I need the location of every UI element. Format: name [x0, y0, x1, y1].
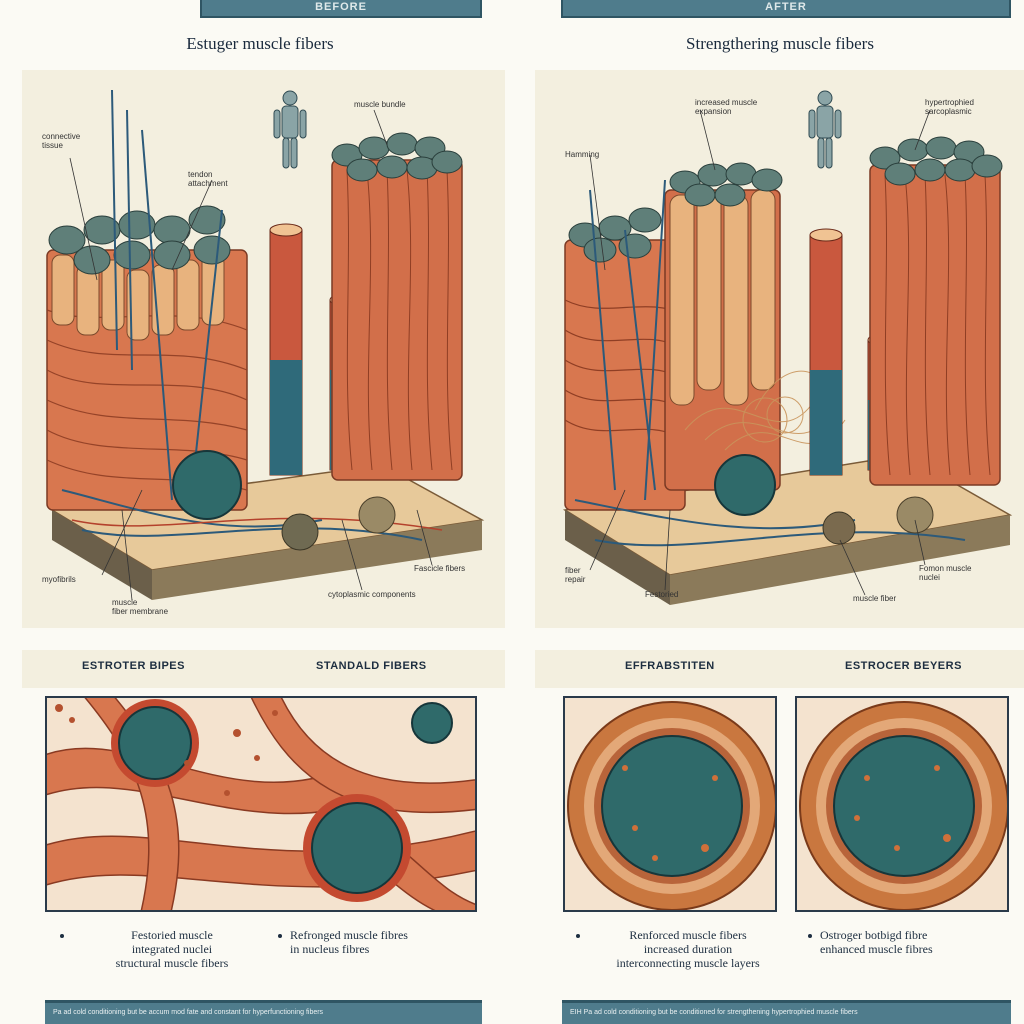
- before-label-fascicle: Fascicle fibers: [414, 564, 466, 573]
- after-label-sarcoplasmic: hypertrophied sarcoplasmic: [925, 98, 974, 116]
- after-sub-right: ESTROCER BEYERS: [845, 660, 962, 672]
- after-title: Strengthering muscle fibers: [686, 34, 874, 53]
- before-diagram-panel: connective tissue tendon attachment musc…: [22, 70, 505, 628]
- after-footer: EIH Pa ad cold conditioning but be condi…: [562, 1000, 1011, 1024]
- before-fiber-closeup: [45, 696, 477, 912]
- before-caption-left: Festoried muscle integrated nuclei struc…: [115, 928, 229, 970]
- after-closeup-left-illustration: [567, 701, 775, 910]
- after-diagram-panel: Hamming increased muscle expansion hyper…: [535, 70, 1024, 628]
- after-sub-left: EFFRABSTITEN: [625, 660, 715, 672]
- before-label-tendon: tendon attachment: [188, 170, 228, 188]
- before-caption-right: Refronged muscle fibres in nucleus fibre…: [290, 928, 408, 956]
- after-label-fiber: muscle fiber: [853, 594, 897, 603]
- after-subheader: EFFRABSTITEN ESTROCER BEYERS: [535, 650, 1024, 688]
- after-closeup-right-illustration: [799, 701, 1007, 910]
- after-fiber-closeup-right: [795, 696, 1009, 912]
- before-label-muscle-bundle: muscle bundle: [354, 100, 406, 109]
- after-caption-right: Ostroger botbigd fibre enhanced muscle f…: [820, 928, 933, 956]
- bullet-icon: [808, 934, 812, 938]
- before-sub-left: ESTROTER BIPES: [82, 660, 185, 672]
- before-label-myofibrils: myofibrils: [42, 575, 76, 584]
- before-label-connective: connective tissue: [42, 132, 81, 150]
- after-label-nuclei: Fomon muscle nuclei: [919, 564, 972, 582]
- bullet-icon: [60, 934, 64, 938]
- before-label-cytoplasmic: cytoplasmic components: [328, 590, 416, 599]
- bullet-icon: [278, 934, 282, 938]
- after-label-festoried: Festoried: [645, 590, 679, 599]
- after-label-hamming: Hamming: [565, 150, 600, 159]
- before-subheader: ESTROTER BIPES STANDALD FIBERS: [22, 650, 505, 688]
- after-caption-left: Renforced muscle fibers increased durati…: [616, 928, 760, 970]
- before-label-membrane: muscle fiber membrane: [112, 598, 169, 616]
- before-footer: Pa ad cold conditioning but be accum mod…: [45, 1000, 482, 1024]
- before-tab: BEFORE: [200, 0, 482, 18]
- before-sub-right: STANDALD FIBERS: [316, 660, 427, 672]
- after-tab: AFTER: [561, 0, 1011, 18]
- before-muscle-illustration: [46, 89, 485, 601]
- before-closeup-illustration: [47, 698, 475, 910]
- before-title: Estuger muscle fibers: [186, 34, 334, 53]
- bullet-icon: [576, 934, 580, 938]
- after-label-repair: fiber repair: [565, 566, 586, 584]
- after-muscle-illustration: [562, 90, 1013, 605]
- after-label-expansion: increased muscle expansion: [695, 98, 758, 116]
- after-fiber-closeup-left: [563, 696, 777, 912]
